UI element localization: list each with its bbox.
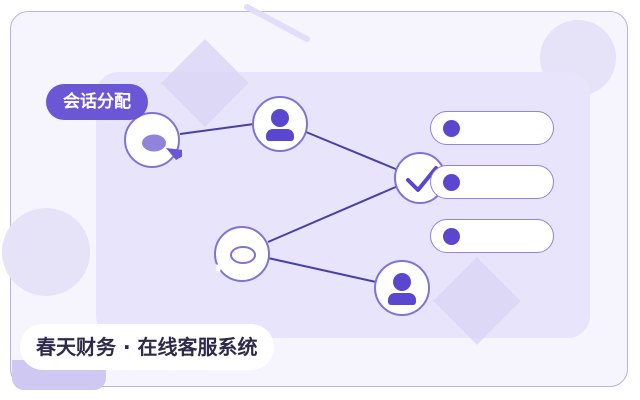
- user-node: [252, 96, 308, 152]
- dot-icon: [443, 174, 460, 191]
- queue-slot: [430, 165, 554, 199]
- session-assign-tag: 会话分配: [46, 84, 148, 120]
- queue-slot: [430, 111, 554, 145]
- user-icon-body: [266, 129, 294, 141]
- chat-bubble-icon: [142, 134, 182, 160]
- user-icon: [393, 273, 411, 291]
- chat-bubble-icon: [216, 246, 256, 272]
- user-node: [374, 260, 430, 316]
- user-icon: [271, 109, 289, 127]
- link-line: [179, 123, 255, 135]
- dot-icon: [443, 228, 460, 245]
- chat-node: [124, 112, 182, 168]
- link-line: [267, 257, 377, 283]
- decor-circle: [2, 208, 90, 296]
- chat-node: [214, 226, 270, 282]
- dot-icon: [443, 120, 460, 137]
- link-line: [267, 185, 399, 243]
- link-line: [305, 131, 399, 171]
- user-icon-body: [388, 293, 416, 305]
- caption-title: 春天财务 · 在线客服系统: [20, 324, 274, 370]
- queue-slot: [430, 219, 554, 253]
